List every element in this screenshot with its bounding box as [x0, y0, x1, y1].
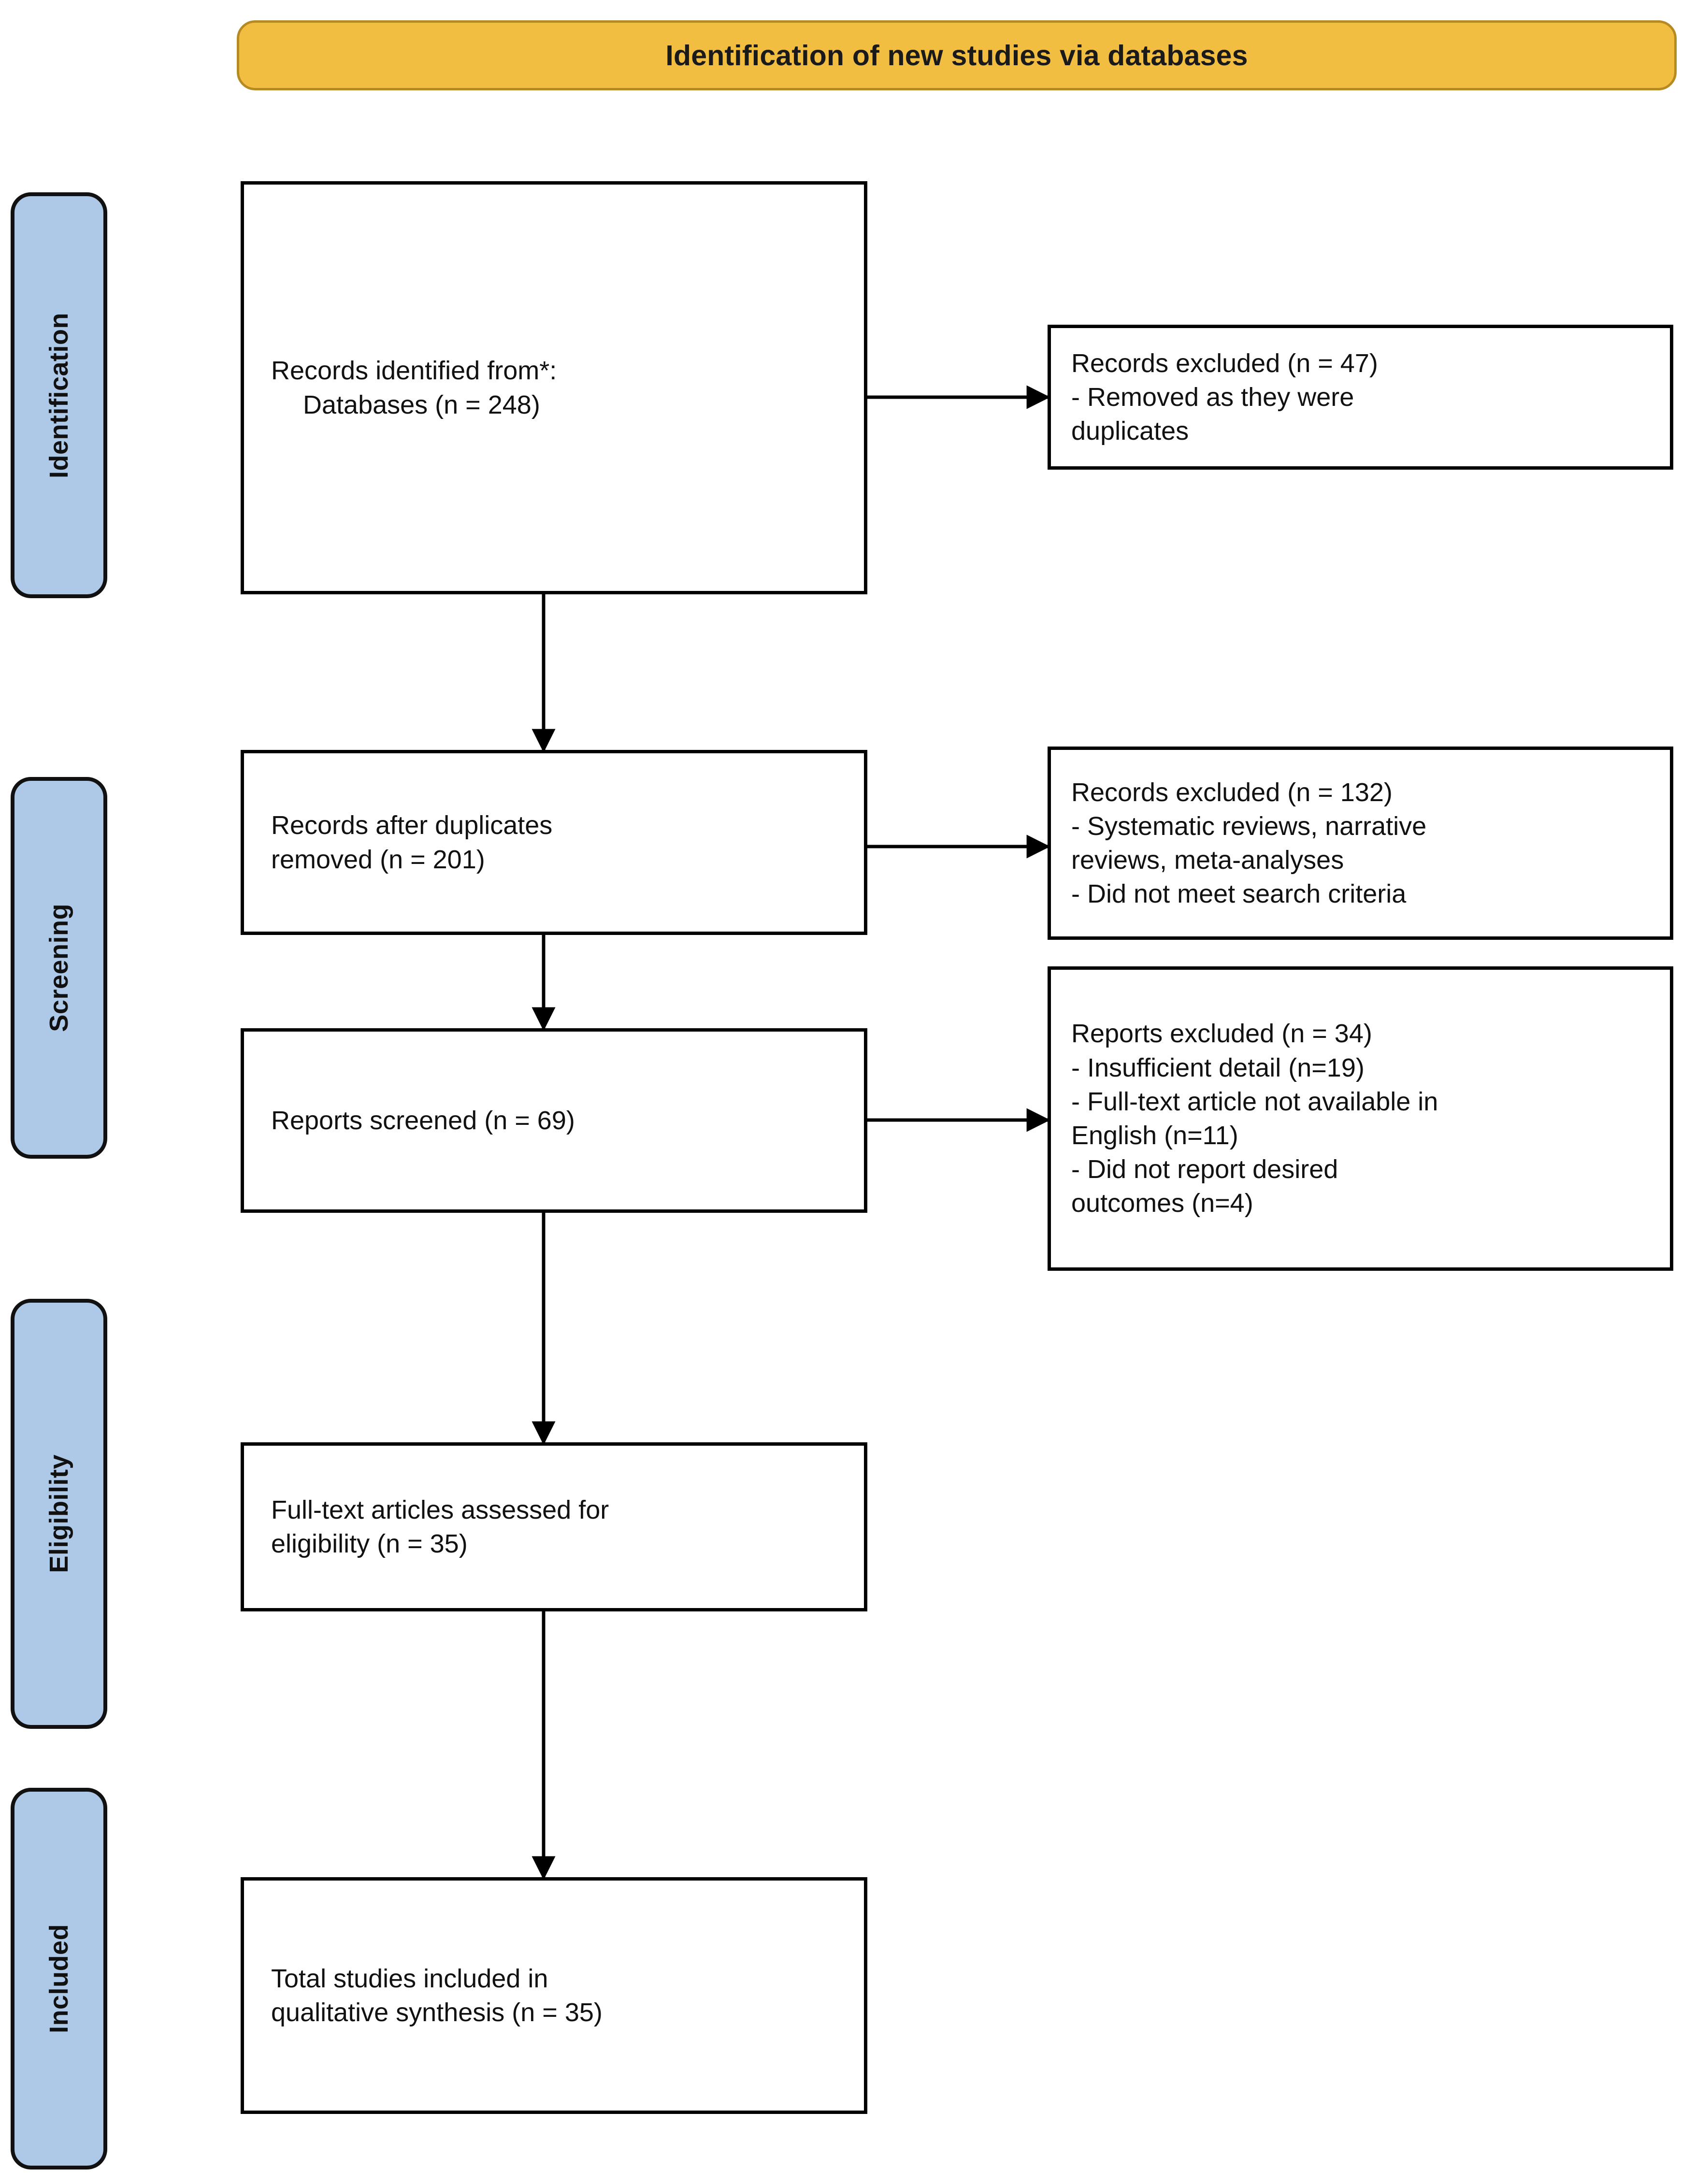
box-reports-screened: Reports screened (n = 69) [241, 1028, 867, 1213]
reports-screened-line-1: Reports screened (n = 69) [271, 1106, 575, 1135]
excluded-duplicates-line-1: Records excluded (n = 47) [1071, 348, 1378, 378]
box-records-after-duplicates: Records after duplicates removed (n = 20… [241, 750, 867, 935]
reports-excluded-line-6: outcomes (n=4) [1071, 1189, 1253, 1218]
stage-tab-included: Included [11, 1788, 107, 2170]
stage-label-identification: Identification [44, 312, 73, 478]
reports-excluded-line-3: - Full-text article not available in [1071, 1087, 1438, 1116]
reports-excluded-line-2: - Insufficient detail (n=19) [1071, 1053, 1365, 1082]
box-total-included: Total studies included in qualitative sy… [241, 1877, 867, 2114]
excluded-duplicates-line-2: - Removed as they were [1071, 382, 1354, 412]
records-identified-line-2: Databases (n = 248) [303, 390, 540, 419]
stage-tab-identification: Identification [11, 192, 107, 598]
stage-tab-eligibility: Eligibility [11, 1299, 107, 1729]
total-included-line-1: Total studies included in [271, 1964, 548, 1993]
excluded-screening-line-1: Records excluded (n = 132) [1071, 777, 1393, 807]
stage-label-eligibility: Eligibility [44, 1454, 73, 1573]
reports-excluded-line-5: - Did not report desired [1071, 1155, 1338, 1184]
box-reports-excluded: Reports excluded (n = 34) - Insufficient… [1048, 966, 1673, 1271]
box-fulltext-assessed: Full-text articles assessed for eligibil… [241, 1442, 867, 1611]
box-records-identified: Records identified from*: Databases (n =… [241, 181, 867, 594]
fulltext-assessed-line-2: eligibility (n = 35) [271, 1529, 468, 1558]
fulltext-assessed-line-1: Full-text articles assessed for [271, 1495, 609, 1524]
reports-excluded-line-1: Reports excluded (n = 34) [1071, 1019, 1372, 1049]
identification-banner: Identification of new studies via databa… [237, 20, 1677, 90]
stage-label-screening: Screening [44, 904, 73, 1032]
stage-tab-screening: Screening [11, 777, 107, 1159]
records-after-duplicates-line-2: removed (n = 201) [271, 845, 485, 874]
stage-label-included: Included [44, 1924, 73, 2033]
excluded-duplicates-line-3: duplicates [1071, 417, 1189, 446]
records-after-duplicates-line-1: Records after duplicates [271, 811, 553, 840]
total-included-line-2: qualitative synthesis (n = 35) [271, 1998, 603, 2027]
box-records-excluded-screening: Records excluded (n = 132) - Systematic … [1048, 747, 1673, 940]
records-identified-line-1: Records identified from*: [271, 356, 557, 386]
excluded-screening-line-4: - Did not meet search criteria [1071, 879, 1407, 909]
excluded-screening-line-2: - Systematic reviews, narrative [1071, 811, 1427, 841]
box-records-excluded-duplicates: Records excluded (n = 47) - Removed as t… [1048, 325, 1673, 470]
reports-excluded-line-4: English (n=11) [1071, 1121, 1238, 1150]
excluded-screening-line-3: reviews, meta-analyses [1071, 846, 1344, 875]
banner-title: Identification of new studies via databa… [665, 39, 1248, 72]
